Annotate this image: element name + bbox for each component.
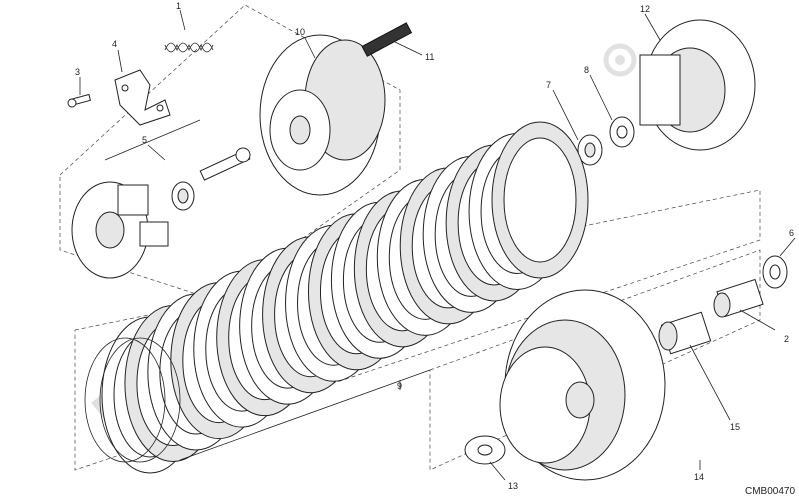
clutch-drum-part [259, 34, 386, 196]
group-frames [59, 4, 761, 471]
thrust-washer-part [762, 255, 788, 289]
callout-4: 4 [112, 39, 117, 49]
screw-part [67, 93, 92, 108]
bushing-part [713, 278, 764, 318]
steel-ring [99, 337, 181, 463]
pushrod-part [104, 119, 251, 211]
callout-15: 15 [730, 422, 740, 432]
callout-13: 13 [508, 481, 518, 491]
callout-3: 3 [75, 67, 80, 77]
gear-logo-icon [603, 43, 637, 77]
callout-5: 5 [142, 135, 147, 145]
cover-assembly-part [639, 19, 756, 151]
spacer-washer-part [464, 435, 506, 465]
spring-pin-part [361, 22, 413, 57]
callout-14: 14 [694, 472, 704, 482]
callout-12: 12 [640, 4, 650, 14]
steel-ring [84, 337, 166, 463]
callout-10: 10 [295, 27, 305, 37]
callout-1: 1 [176, 1, 181, 11]
spring-part [164, 42, 214, 53]
callout-9: 9 [397, 381, 402, 391]
clutch-disc-inner [503, 137, 577, 263]
nut-part [577, 134, 603, 166]
callout-7: 7 [546, 80, 551, 90]
callout-2: 2 [784, 334, 789, 344]
callout-6: 6 [789, 228, 794, 238]
diagram-code: CMB00470 [745, 486, 795, 497]
needle-bearing-part [658, 311, 712, 355]
callout-11: 11 [425, 52, 434, 62]
callout-8: 8 [584, 65, 589, 75]
callout-labels: 1 2 3 4 5 6 7 8 9 10 11 12 13 14 15 [75, 1, 794, 491]
leader-lines [79, 9, 796, 481]
retaining-plate-part [114, 69, 171, 126]
pressure-plate-part [71, 181, 169, 279]
lock-washer-part [609, 116, 635, 148]
clutch-disc-stack [84, 121, 589, 474]
clutch-housing-part [499, 289, 666, 481]
